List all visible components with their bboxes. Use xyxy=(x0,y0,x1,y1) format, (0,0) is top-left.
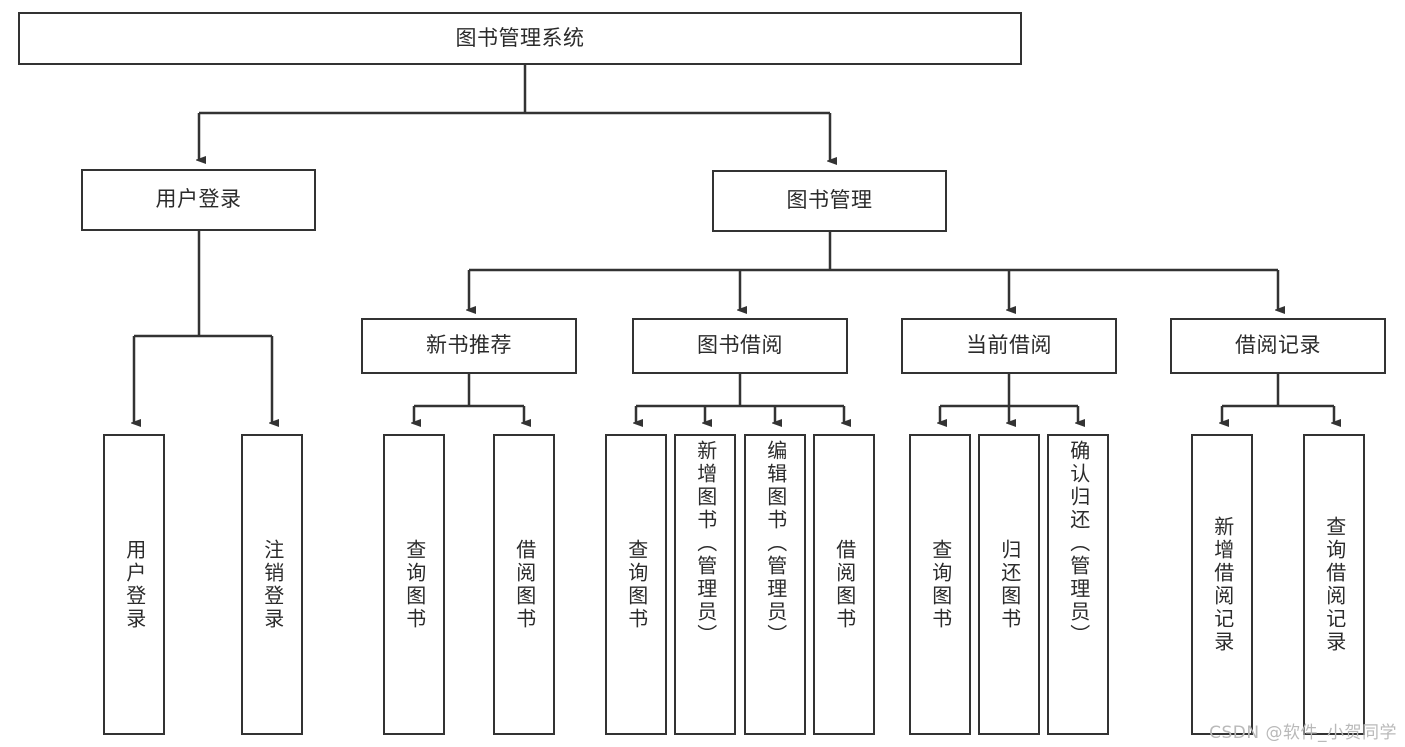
node-borrow-record-label: 借阅记录 xyxy=(1235,333,1321,358)
node-new-book-recommend-label: 新书推荐 xyxy=(426,333,512,358)
node-root-system[interactable]: 图书管理系统 xyxy=(18,12,1022,65)
leaf-query-book-2[interactable]: 查询图书 xyxy=(605,434,667,735)
node-new-book-recommend[interactable]: 新书推荐 xyxy=(361,318,577,374)
leaf-confirm-return-label: 确认归还（管理员） xyxy=(1066,440,1091,647)
leaf-query-borrow-record-label: 查询借阅记录 xyxy=(1322,515,1347,654)
node-book-manage[interactable]: 图书管理 xyxy=(712,170,947,232)
node-book-manage-label: 图书管理 xyxy=(786,188,873,213)
leaf-logout-login-label: 注销登录 xyxy=(260,538,285,631)
leaf-borrow-book-1[interactable]: 借阅图书 xyxy=(493,434,555,735)
leaf-add-borrow-record[interactable]: 新增借阅记录 xyxy=(1191,434,1253,735)
node-current-borrow-label: 当前借阅 xyxy=(966,333,1052,358)
node-current-borrow[interactable]: 当前借阅 xyxy=(901,318,1117,374)
leaf-borrow-book-1-label: 借阅图书 xyxy=(512,538,537,631)
node-user-login-label: 用户登录 xyxy=(155,187,242,212)
node-root-label: 图书管理系统 xyxy=(455,25,585,50)
leaf-edit-book-label: 编辑图书（管理员） xyxy=(763,440,788,647)
node-book-borrow-label: 图书借阅 xyxy=(697,333,783,358)
leaf-query-book-3[interactable]: 查询图书 xyxy=(909,434,971,735)
leaf-confirm-return[interactable]: 确认归还（管理员） xyxy=(1047,434,1109,735)
leaf-borrow-book-2[interactable]: 借阅图书 xyxy=(813,434,875,735)
leaf-return-book-label: 归还图书 xyxy=(997,538,1022,631)
leaf-user-login-label: 用户登录 xyxy=(122,538,147,631)
leaf-add-borrow-record-label: 新增借阅记录 xyxy=(1210,515,1235,654)
leaf-logout-login[interactable]: 注销登录 xyxy=(241,434,303,735)
leaf-query-book-1-label: 查询图书 xyxy=(402,538,427,631)
leaf-borrow-book-2-label: 借阅图书 xyxy=(832,538,857,631)
leaf-return-book[interactable]: 归还图书 xyxy=(978,434,1040,735)
node-borrow-record[interactable]: 借阅记录 xyxy=(1170,318,1386,374)
leaf-add-book[interactable]: 新增图书（管理员） xyxy=(674,434,736,735)
node-book-borrow[interactable]: 图书借阅 xyxy=(632,318,848,374)
node-user-login[interactable]: 用户登录 xyxy=(81,169,316,231)
leaf-add-book-label: 新增图书（管理员） xyxy=(693,440,718,647)
leaf-query-borrow-record[interactable]: 查询借阅记录 xyxy=(1303,434,1365,735)
leaf-user-login[interactable]: 用户登录 xyxy=(103,434,165,735)
leaf-query-book-2-label: 查询图书 xyxy=(624,538,649,631)
leaf-query-book-1[interactable]: 查询图书 xyxy=(383,434,445,735)
leaf-edit-book[interactable]: 编辑图书（管理员） xyxy=(744,434,806,735)
leaf-query-book-3-label: 查询图书 xyxy=(928,538,953,631)
